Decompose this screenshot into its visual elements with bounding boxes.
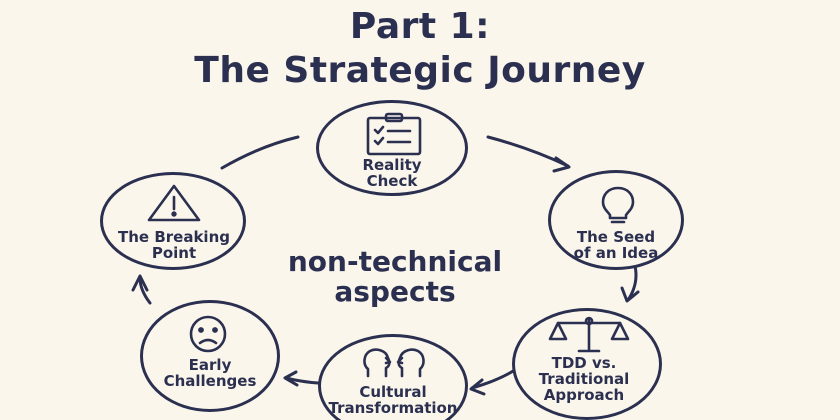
node-seed-of-idea-label: The Seed of an Idea [526, 229, 706, 261]
arrowhead-reality-to-seed [552, 156, 571, 173]
node-breaking-line2: Point [151, 244, 197, 262]
node-cultural-transformation [318, 334, 468, 420]
node-early-challenges-label: Early Challenges [120, 357, 300, 389]
arrowhead-tdd-to-cultural [469, 378, 486, 396]
node-tdd-line1: TDD vs. [551, 354, 617, 372]
node-reality-check-line1: Reality [362, 156, 422, 174]
node-early-line2: Challenges [163, 372, 257, 390]
node-breaking-line1: The Breaking [118, 228, 230, 246]
node-early-line1: Early [188, 356, 232, 374]
node-cultural-line1: Cultural [359, 383, 427, 401]
center-label: non-technical aspects [230, 247, 560, 307]
arrow-reality-to-seed [486, 135, 570, 168]
node-seed-of-idea-line1: The Seed [576, 228, 656, 246]
node-seed-of-idea-line2: of an Idea [573, 244, 659, 262]
arrowhead-early-to-breaking [131, 274, 149, 292]
node-tdd-line3: Approach [543, 386, 625, 404]
arrow-breaking-to-reality [220, 135, 300, 170]
node-tdd-vs-traditional-label: TDD vs. Traditional Approach [494, 355, 674, 403]
title-line-1: Part 1: [349, 6, 491, 47]
node-reality-check-line2: Check [366, 172, 418, 190]
center-label-line1: non-technical [287, 245, 503, 278]
title-line-2: The Strategic Journey [194, 50, 646, 91]
arrowhead-cultural-to-early [283, 370, 299, 387]
node-early-challenges [140, 300, 280, 412]
center-label-line2: aspects [334, 275, 456, 308]
balance-scale-icon [548, 316, 630, 353]
node-cultural-transformation-label: Cultural Transformation [303, 384, 483, 416]
frowning-face-icon [189, 315, 227, 353]
node-seed-of-idea [548, 170, 684, 270]
node-reality-check-label: Reality Check [302, 157, 482, 189]
node-breaking-point-label: The Breaking Point [84, 229, 264, 261]
node-tdd-vs-traditional [512, 308, 662, 420]
node-cultural-line2: Transformation [328, 399, 458, 417]
arrowhead-seed-to-tdd [620, 286, 640, 303]
node-tdd-line2: Traditional [538, 370, 630, 388]
two-heads-icon [363, 348, 425, 378]
warning-triangle-icon [147, 184, 201, 222]
node-reality-check [316, 100, 468, 196]
clipboard-checklist-icon [366, 112, 422, 156]
arrow-early-to-breaking [138, 276, 152, 305]
lightbulb-icon [601, 186, 635, 224]
